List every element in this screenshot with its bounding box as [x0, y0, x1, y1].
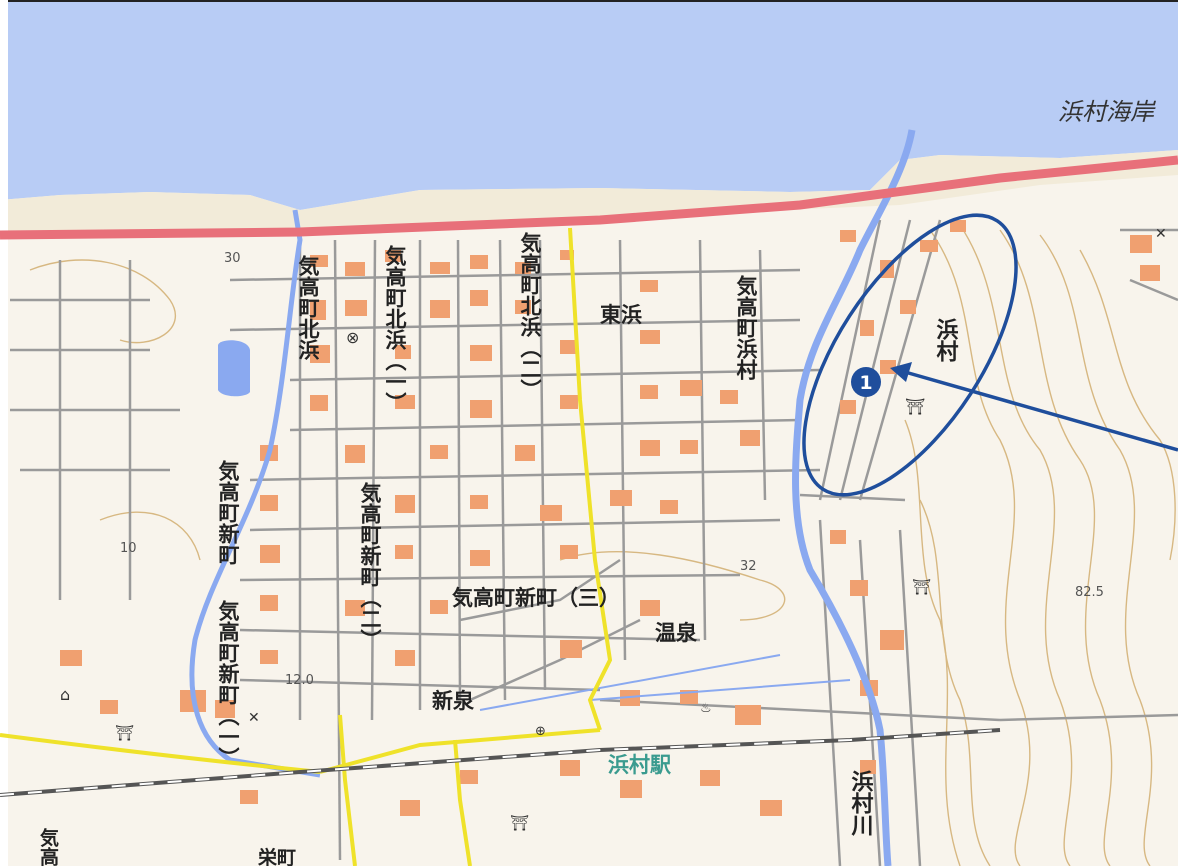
road-network [10, 219, 1178, 866]
contour-10: 10 [120, 541, 137, 556]
hotspring-symbol: ♨ [700, 701, 712, 716]
shinmachi-3-label: 気高町新町（三） [452, 586, 620, 610]
elevation-12: 12.0 [285, 673, 314, 688]
school-symbol-2: ✕ [1155, 226, 1167, 242]
shinsen-label: 新泉 [432, 689, 475, 713]
school-symbol: ✕ [248, 710, 260, 726]
contour-lines [29, 224, 1176, 866]
elevation-82-5: 82.5 [1075, 585, 1104, 600]
shinmachi-label: 気高町新町 [216, 459, 240, 565]
onsen-label: 温泉 [655, 621, 698, 645]
elevation-30: 30 [224, 251, 241, 266]
shrine-symbol-3: ⛩ [115, 724, 134, 742]
elevation-32: 32 [740, 559, 757, 574]
callout-arrow-line [904, 370, 1178, 452]
callout-arrowhead [890, 362, 912, 382]
marker-1-number: 1 [859, 372, 872, 394]
map-symbols: ⊗ ⛩ ⛩ ⛩ ⛩ ✕ ✕ ⌂ ⊕ ♨ [60, 226, 1167, 832]
higashihama-label: 東浜 [600, 303, 642, 327]
shrine-symbol: ⛩ [905, 397, 925, 416]
kitahama-1-label: 気高町北浜（一） [383, 244, 407, 413]
police-symbol: ⊕ [535, 724, 546, 739]
frame-left-margin [0, 0, 8, 866]
shinmachi-1-label: 気高町新町（一） [216, 599, 240, 768]
home-for-elderly-symbol: ⌂ [60, 685, 70, 704]
post-office-symbol: ⊗ [346, 328, 359, 347]
river-label: 浜村川 [848, 770, 875, 836]
marker-1-circle[interactable] [851, 367, 881, 397]
shinmachi-2-label: 気高町新町（二） [358, 481, 382, 650]
coast-label: 浜村海岸 [1058, 98, 1156, 126]
station-label: 浜村駅 [608, 753, 672, 777]
canal [479, 654, 851, 711]
railway-ticks [0, 729, 1001, 796]
pond [218, 340, 250, 397]
sea-area [0, 0, 1178, 210]
coastal-highway [0, 155, 1178, 240]
shrine-symbol-2: ⛩ [912, 578, 931, 596]
kedaka-river-west [189, 209, 321, 778]
kitahama-2-label: 気高町北浜（二） [518, 231, 542, 400]
sakaemachi-label: 栄町 [257, 846, 296, 866]
bottom-left-label: 気高 [37, 827, 59, 866]
marker-1[interactable]: 1 [851, 367, 881, 397]
frame-top-border [0, 0, 1178, 2]
kitahama-label: 気高町北浜 [296, 254, 320, 361]
highlight-ellipse [802, 213, 1018, 497]
kedaka-hamamura-label: 気高町浜村 [734, 274, 758, 381]
shrine-symbol-4: ⛩ [510, 814, 529, 832]
hamamura-label: 浜村 [933, 318, 959, 363]
